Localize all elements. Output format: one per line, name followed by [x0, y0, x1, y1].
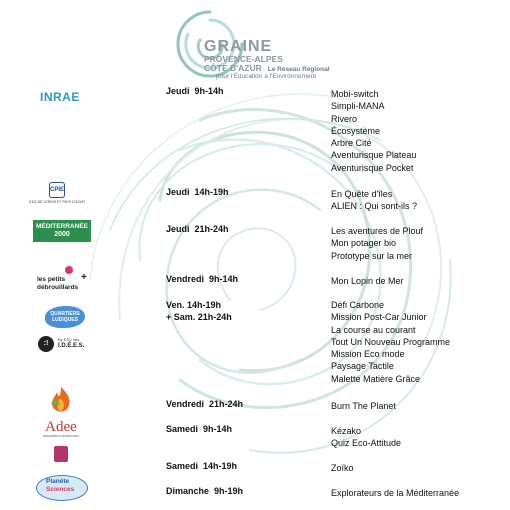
idees-wordmark: I.D.É.E.S. — [58, 343, 85, 349]
planete-sciences-globe-icon — [36, 475, 88, 501]
activity-item: Rivero — [331, 113, 358, 124]
activity-item: ALIEN : Qui sont-ils ? — [331, 201, 418, 212]
inrae-wordmark: INRAE — [40, 90, 80, 104]
flame-logo — [48, 386, 74, 419]
activity-item: Mon Lopin de Mer — [331, 276, 404, 286]
cpie-emblem-icon: CPIE — [49, 182, 65, 198]
pink-badge-logo — [54, 446, 68, 462]
graine-mission-line: pour l'Éducation à l'Environnement — [216, 73, 317, 80]
graine-title: GRAINE — [204, 38, 273, 55]
petits-debrouillards-line2: débrouillards — [37, 284, 79, 291]
schedule-time: Samedi 9h-14h — [166, 424, 233, 434]
activity-item: En Quête d'îles — [331, 189, 393, 199]
graine-ring-icon — [176, 10, 244, 78]
activity-item: Défi Carbone — [331, 300, 385, 310]
activity-item: Aventurisque Pocket — [331, 162, 414, 173]
activity-list: En Quête d'îles ALIEN : Qui sont-ils ? — [331, 188, 417, 213]
schedule-time: Samedi 14h-19h — [166, 461, 238, 471]
activity-list: Les aventures de Plouf Mon potager bio P… — [331, 225, 423, 262]
activity-item: Écosystème — [331, 125, 381, 136]
schedule-time: Ven. 14h-19h + Sam. 21h-24h — [166, 300, 232, 323]
schedule-time: Dimanche 9h-19h — [166, 486, 244, 496]
activity-item: Mission Eco mode — [331, 349, 405, 360]
activity-item: Aventurisque Plateau — [331, 150, 417, 161]
activity-list: Explorateurs de la Méditerranée — [331, 487, 459, 499]
schedule-time: Jeudi 21h-24h — [166, 224, 229, 234]
graine-region-line2: CÔTE D'AZUR — [204, 63, 262, 73]
petits-debrouillards-line1: les petits — [37, 276, 66, 283]
schedule-time: Vendredi 9h-14h — [166, 274, 239, 284]
activity-item: Les aventures de Plouf — [331, 226, 424, 236]
activity-item: Tout Un Nouveau Programme — [331, 336, 451, 347]
activity-list: Défi Carbone Mission Post-Car Junior La … — [331, 299, 450, 385]
activity-item: La course au courant — [331, 324, 416, 335]
petits-debrouillards-mark-icon — [65, 266, 73, 274]
schedule-time: Jeudi 9h-14h — [166, 86, 224, 96]
adee-caption: association dracénoise — [43, 434, 79, 438]
activity-item: Prototype sur la mer — [331, 250, 413, 261]
schedule-time: Jeudi 14h-19h — [166, 187, 229, 197]
idees-small-text: By ESV dès — [58, 337, 80, 342]
graine-logo: GRAINE PROVENCE-ALPES CÔTE D'AZUR Le Rése… — [170, 4, 370, 86]
planete-sciences-line1: Planète — [46, 478, 70, 485]
activity-list: Burn The Planet — [331, 400, 396, 412]
graine-tagline: Le Réseau Régional — [267, 66, 330, 73]
quartiers-ludiques-wordmark: QUARTIERS LUDIQUES — [50, 311, 80, 323]
mediterranee-2000-logo: MÉDITERRANÉE 2000 — [33, 220, 91, 242]
activity-item: Mon potager bio — [331, 238, 397, 249]
flame-icon — [51, 387, 70, 412]
mediterranee-year: 2000 — [54, 231, 70, 238]
activity-item: Malette Matière Grâce — [331, 373, 421, 384]
activity-item: Simpli-MANA — [331, 101, 385, 112]
schedule-time: Vendredi 21h-24h — [166, 399, 244, 409]
cpie-logo: CPIE ILES DE LERINS ET PAYS D'AZUR — [22, 182, 92, 204]
mediterranee-wordmark: MÉDITERRANÉE — [35, 223, 88, 230]
planete-sciences-line2: Sciences — [46, 486, 75, 493]
petits-debrouillards-plus-icon: + — [81, 272, 87, 283]
activity-item: Mission Post-Car Junior — [331, 312, 427, 323]
activity-item: Paysage Tactile — [331, 361, 394, 372]
activity-item: Kézako — [331, 426, 362, 436]
graine-region-line1: PROVENCE-ALPES — [204, 54, 283, 64]
activity-item: Mobi-switch — [331, 89, 379, 99]
activity-item: Explorateurs de la Méditerranée — [331, 488, 460, 498]
inrae-logo: INRAE — [40, 88, 80, 106]
activity-item: Zoïko — [331, 463, 354, 473]
quartiers-ludiques-logo: QUARTIERS LUDIQUES — [45, 306, 85, 328]
activity-list: Mobi-switch Simpli-MANA Rivero Écosystèm… — [331, 88, 416, 174]
adee-logo: Adee association dracénoise — [38, 419, 84, 439]
cpie-caption: ILES DE LERINS ET PAYS D'AZUR — [29, 200, 85, 204]
activity-item: Arbre Cité — [331, 138, 372, 149]
activity-list: Zoïko — [331, 462, 354, 474]
activity-item: Burn The Planet — [331, 401, 396, 411]
activity-item: Quiz Eco-Attitude — [331, 438, 402, 449]
activity-list: Mon Lopin de Mer — [331, 275, 404, 287]
activity-list: Kézako Quiz Eco-Attitude — [331, 425, 401, 450]
idees-badge-icon: :! — [38, 336, 54, 352]
adee-wordmark: Adee — [45, 419, 77, 435]
